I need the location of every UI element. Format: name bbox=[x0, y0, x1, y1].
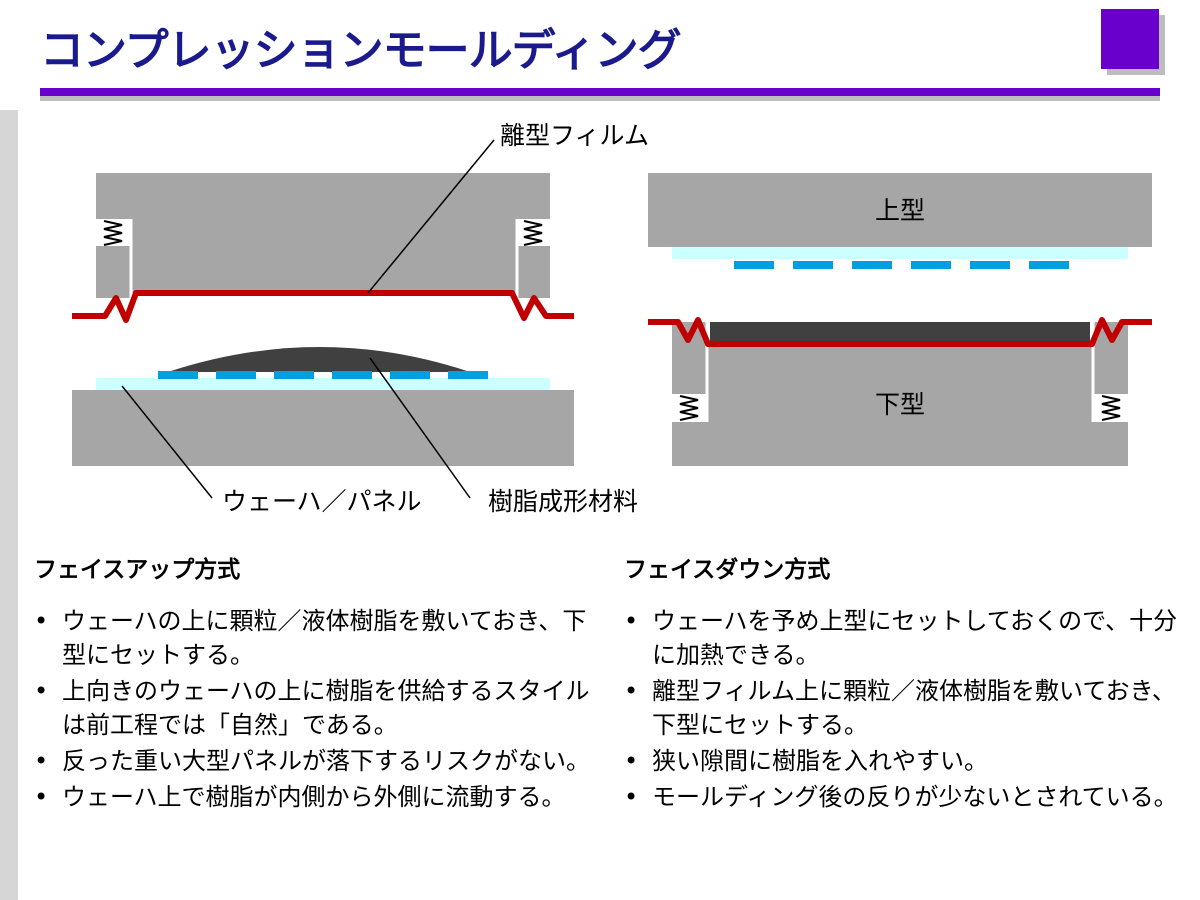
list-item-text: ウェーハ上で樹脂が内側から外側に流動する。 bbox=[62, 783, 566, 811]
wafer-leader bbox=[121, 385, 213, 499]
list-item: • 離型フィルム上に顆粒／液体樹脂を敷いておき、下型にセットする。 bbox=[624, 674, 1184, 742]
title-divider bbox=[40, 88, 1160, 96]
bullet-icon: • bbox=[624, 783, 639, 811]
face-down-chip bbox=[911, 261, 951, 269]
resin-leader bbox=[369, 357, 471, 499]
face-up-chip bbox=[448, 371, 488, 379]
face-up-list: • ウェーハの上に顆粒／液体樹脂を敷いておき、下型にセットする。 • 上向きのウェー… bbox=[34, 604, 604, 814]
list-item: • ウェーハの上に顆粒／液体樹脂を敷いておき、下型にセットする。 bbox=[34, 604, 604, 672]
face-up-chips bbox=[158, 371, 488, 379]
face-up-upper-mold-top bbox=[96, 173, 550, 219]
face-up-left-pillar bbox=[96, 246, 130, 298]
list-item-text: 狭い隙間に樹脂を入れやすい。 bbox=[652, 747, 988, 775]
release-film-leader bbox=[367, 139, 495, 294]
face-down-heading: フェイスダウン方式 bbox=[624, 557, 831, 583]
bullet-icon: • bbox=[34, 677, 49, 705]
resin-material-label: 樹脂成形材料 bbox=[488, 487, 638, 516]
face-down-list: • ウェーハを予め上型にセットしておくので、十分に加熱できる。 • 離型フィルム上に… bbox=[624, 604, 1184, 814]
list-item-text: 反った重い大型パネルが落下するリスクがない。 bbox=[62, 747, 590, 775]
bullet-icon: • bbox=[34, 607, 49, 635]
face-up-release-film bbox=[72, 290, 574, 323]
face-up-chip bbox=[274, 371, 314, 379]
face-down-chips bbox=[734, 261, 1069, 269]
list-item: • 狭い隙間に樹脂を入れやすい。 bbox=[624, 744, 1184, 778]
face-up-section: フェイスアップ方式 • ウェーハの上に顆粒／液体樹脂を敷いておき、下型にセットする… bbox=[34, 550, 604, 816]
decorative-square bbox=[1101, 9, 1159, 69]
compression-molding-diagram: 離型フィルム 上型 下型 ウェーハ／パネル 樹脂成形材料 bbox=[72, 121, 1152, 516]
face-up-chip bbox=[332, 371, 372, 379]
face-down-chip bbox=[852, 261, 892, 269]
face-down-chip bbox=[734, 261, 774, 269]
face-up-right-spring bbox=[523, 220, 543, 246]
face-down-chip bbox=[793, 261, 833, 269]
face-up-wafer bbox=[96, 378, 550, 390]
face-up-chip bbox=[216, 371, 256, 379]
face-down-section: フェイスダウン方式 • ウェーハを予め上型にセットしておくので、十分に加熱できる。… bbox=[624, 550, 1184, 816]
list-item-text: モールディング後の反りが少ないとされている。 bbox=[652, 783, 1178, 811]
face-down-wafer bbox=[672, 247, 1128, 259]
face-up-left-spring bbox=[103, 220, 123, 246]
list-item: • 反った重い大型パネルが落下するリスクがない。 bbox=[34, 744, 604, 778]
upper-mold-label: 上型 bbox=[875, 196, 925, 225]
face-down-chip bbox=[1029, 261, 1069, 269]
face-down-upper-mold bbox=[648, 173, 1152, 247]
page-title: コンプレッションモールディング bbox=[40, 25, 682, 76]
face-up-chip bbox=[390, 371, 430, 379]
face-down-resin-layer bbox=[710, 322, 1090, 342]
list-item-text: 離型フィルム上に顆粒／液体樹脂を敷いておき、下型にセットする。 bbox=[652, 677, 1176, 739]
list-item: • ウェーハ上で樹脂が内側から外側に流動する。 bbox=[34, 780, 604, 814]
bullet-icon: • bbox=[624, 607, 639, 635]
list-item-text: ウェーハの上に顆粒／液体樹脂を敷いておき、下型にセットする。 bbox=[62, 607, 587, 669]
bullet-icon: • bbox=[624, 747, 639, 775]
face-down-chip bbox=[970, 261, 1010, 269]
bullet-icon: • bbox=[624, 677, 639, 705]
lower-mold-label: 下型 bbox=[875, 390, 925, 419]
face-down-diagram bbox=[648, 173, 1152, 466]
list-item: • ウェーハを予め上型にセットしておくので、十分に加熱できる。 bbox=[624, 604, 1184, 672]
face-up-right-pillar bbox=[518, 246, 550, 298]
list-item: • モールディング後の反りが少ないとされている。 bbox=[624, 780, 1184, 814]
face-up-resin-dome bbox=[168, 347, 470, 372]
face-down-left-spring bbox=[679, 395, 699, 421]
release-film-label: 離型フィルム bbox=[500, 121, 649, 150]
face-down-release-film bbox=[648, 317, 1152, 347]
bullet-icon: • bbox=[34, 783, 49, 811]
face-down-right-spring bbox=[1101, 395, 1121, 421]
face-down-lower-mold-base bbox=[672, 422, 1128, 466]
face-up-lower-mold bbox=[72, 390, 574, 466]
bullet-icon: • bbox=[34, 747, 49, 775]
left-margin-bar bbox=[0, 110, 18, 900]
wafer-panel-label: ウェーハ／パネル bbox=[222, 487, 422, 516]
list-item-text: ウェーハを予め上型にセットしておくので、十分に加熱できる。 bbox=[652, 607, 1178, 669]
list-item: • 上向きのウェーハの上に樹脂を供給するスタイルは前工程では「自然」である。 bbox=[34, 674, 604, 742]
face-up-diagram bbox=[72, 139, 574, 499]
list-item-text: 上向きのウェーハの上に樹脂を供給するスタイルは前工程では「自然」である。 bbox=[62, 677, 590, 739]
face-up-heading: フェイスアップ方式 bbox=[34, 557, 241, 583]
face-up-chip bbox=[158, 371, 198, 379]
